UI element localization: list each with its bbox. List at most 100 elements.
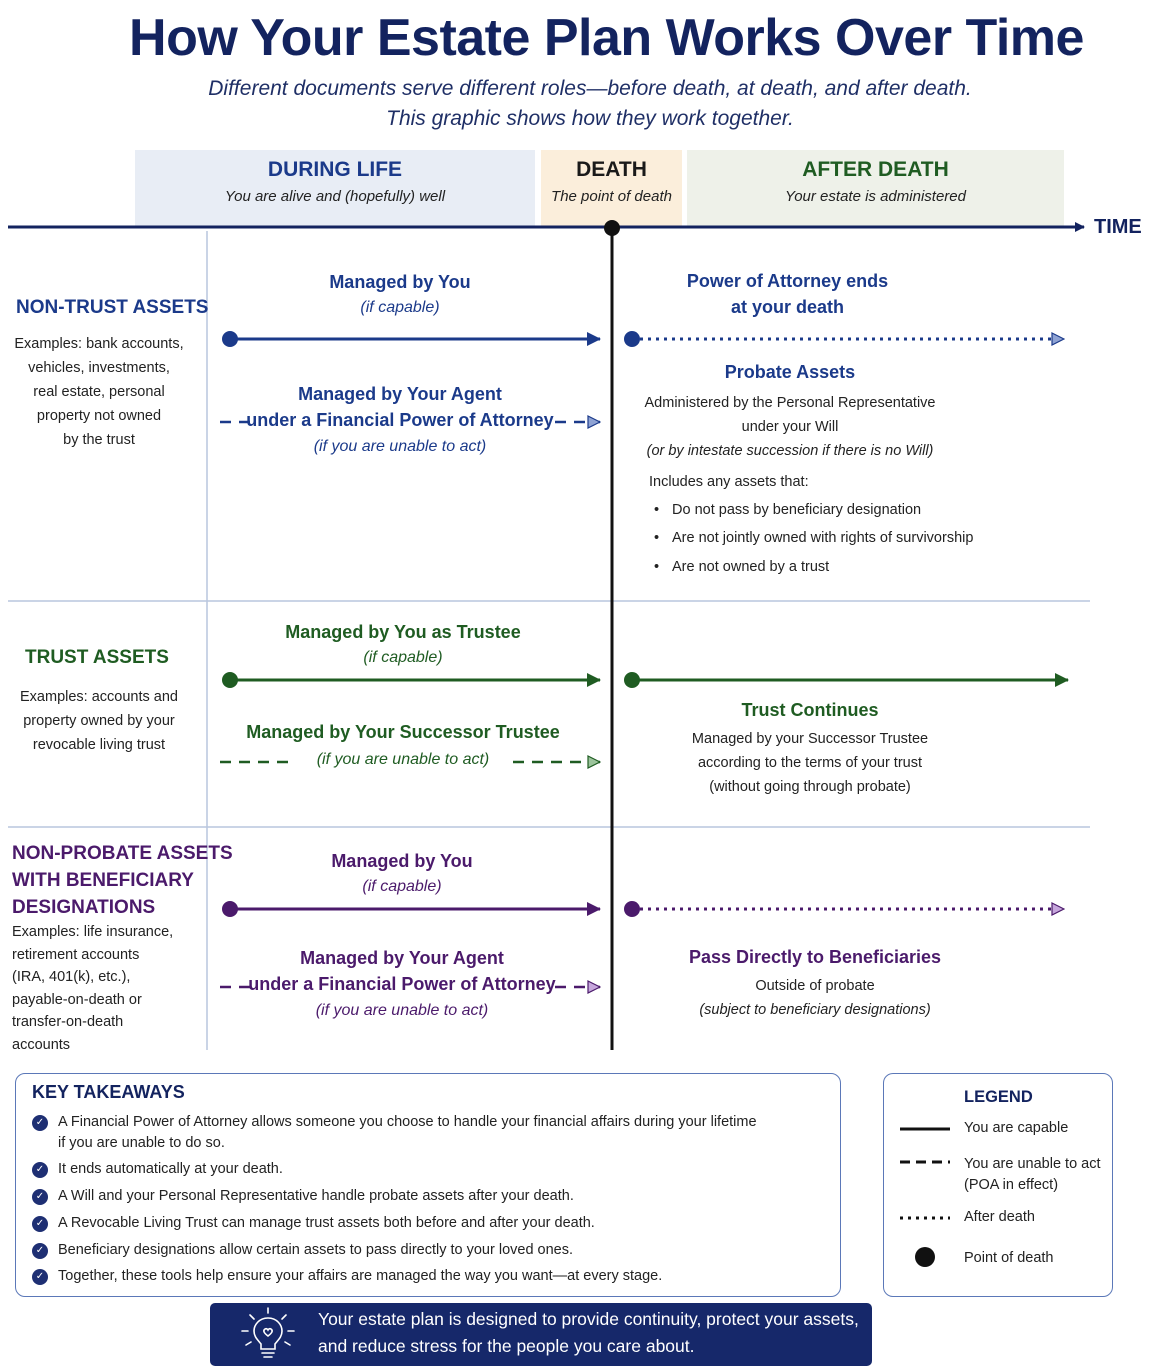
desc-line: retirement accounts (12, 946, 140, 963)
trust-successor-sub: (if you are unable to act) (316, 751, 490, 768)
pass-directly-title: Pass Directly to Beneficiaries (688, 947, 942, 967)
desc-line: Examples: bank accounts, (14, 336, 184, 352)
footer-banner (210, 1303, 872, 1366)
phase-subtitle: The point of death (551, 188, 672, 205)
desc-line: property not owned (36, 408, 162, 424)
desc-line: vehicles, investments, (28, 360, 170, 376)
non-trust-capable-label: Managed by You (if capable) (210, 272, 590, 317)
legend-dotted-label: After death (964, 1209, 1035, 1225)
label-title: Managed by Your Agent (298, 384, 502, 404)
probate-line: (or by intestate succession if there is … (646, 443, 934, 459)
probate-bullet: Are not owned by a trust (654, 559, 829, 575)
phase-subtitle: Your estate is administered (785, 188, 966, 205)
non-probate-capable-label: Managed by You (if capable) (210, 851, 594, 896)
non-probate-description: Examples: life insurance, retirement acc… (12, 921, 202, 1056)
legend-solid-label: You are capable (964, 1120, 1069, 1136)
probate-bullet: Do not pass by beneficiary designation (654, 502, 921, 518)
label-title: under a Financial Power of Attorney (246, 410, 554, 430)
label-title: Managed by Your Agent (300, 948, 504, 968)
time-label: TIME (1094, 216, 1142, 238)
title-line: WITH BENEFICIARY (12, 870, 194, 891)
pass-line: (subject to beneficiary designations) (699, 1002, 931, 1018)
trust-description: Examples: accounts and property owned by… (8, 685, 190, 757)
pass-line: Outside of probate (755, 978, 875, 994)
non-trust-agent-label: Managed by Your Agent under a Financial … (210, 384, 590, 456)
non-probate-agent-label: Managed by Your Agent under a Financial … (210, 948, 594, 1020)
trust-capable-label: Managed by You as Trustee (if capable) (210, 622, 596, 667)
subtitle-line-2: This graphic shows how they work togethe… (386, 107, 794, 130)
non-trust-description: Examples: bank accounts, vehicles, inves… (8, 332, 190, 452)
label-title: Managed by You as Trustee (285, 622, 521, 642)
legend-text: (POA in effect) (964, 1177, 1059, 1193)
death-point (604, 220, 620, 236)
label-title: Power of Attorney ends (686, 271, 889, 291)
trust-continues-title: Trust Continues (741, 700, 879, 720)
phase-during-life: DURING LIFE You are alive and (hopefully… (135, 150, 535, 226)
takeaway-item: A Financial Power of Attorney allows som… (58, 1112, 757, 1154)
trust-successor-label: Managed by Your Successor Trustee (210, 722, 596, 743)
lightbulb-heart-icon (241, 1307, 295, 1358)
key-takeaways-title: KEY TAKEAWAYS (32, 1082, 185, 1102)
probate-assets-block: Probate Assets Administered by the Perso… (630, 362, 950, 463)
subtitle-line-1: Different documents serve different role… (208, 77, 972, 100)
label-sub: (if capable) (363, 649, 443, 666)
after-start-dot (624, 331, 640, 347)
legend-symbols (900, 1127, 950, 1267)
non-probate-title: NON-PROBATE ASSETS WITH BENEFICIARY DESI… (12, 840, 233, 921)
label-title: at your death (730, 297, 845, 317)
takeaway-item: A Revocable Living Trust can manage trus… (58, 1215, 595, 1231)
label-title: Managed by You (329, 272, 471, 292)
footer-message: Your estate plan is designed to provide … (318, 1306, 878, 1360)
label-title: Managed by You (331, 851, 473, 871)
label-sub: (if you are unable to act) (313, 438, 487, 455)
check-icon: ✓ (32, 1216, 48, 1232)
phase-after-death: AFTER DEATH Your estate is administered (687, 150, 1064, 226)
check-icon: ✓ (32, 1243, 48, 1259)
probate-line: Administered by the Personal Representat… (644, 395, 936, 411)
title-line: NON-PROBATE ASSETS (12, 843, 233, 864)
desc-line: revocable living trust (32, 737, 166, 753)
legend-dashed-label: You are unable to act (POA in effect) (964, 1154, 1101, 1196)
pass-directly-block: Pass Directly to Beneficiaries Outside o… (660, 947, 970, 1022)
desc-line: property owned by your (23, 713, 175, 729)
phase-title: DURING LIFE (267, 158, 403, 181)
trust-line: according to the terms of your trust (697, 755, 923, 771)
includes-label: Includes any assets that: (649, 474, 809, 490)
takeaway-item: Beneficiary designations allow certain a… (58, 1242, 574, 1258)
check-icon: ✓ (32, 1115, 48, 1131)
probate-bullet: Are not jointly owned with rights of sur… (654, 530, 973, 546)
desc-line: by the trust (63, 432, 135, 448)
trust-line: (without going through probate) (709, 779, 911, 795)
probate-line: under your Will (741, 419, 839, 435)
desc-line: (IRA, 401(k), etc.), (12, 969, 131, 985)
takeaway-item: A Will and your Personal Representative … (58, 1188, 574, 1204)
desc-line: payable-on-death or (12, 991, 142, 1008)
desc-line: accounts (12, 1036, 71, 1053)
takeaway-item: It ends automatically at your death. (58, 1161, 283, 1177)
takeaway-text: if you are unable to do so. (58, 1135, 225, 1151)
phase-death: DEATH The point of death (541, 150, 682, 226)
label-sub: (if you are unable to act) (315, 1002, 489, 1019)
trust-title: TRUST ASSETS (25, 647, 169, 668)
desc-line: real estate, personal (33, 384, 165, 400)
check-icon: ✓ (32, 1269, 48, 1285)
label-sub: (if capable) (360, 299, 440, 316)
check-icon: ✓ (32, 1162, 48, 1178)
desc-line: Examples: accounts and (20, 689, 178, 705)
check-icon: ✓ (32, 1189, 48, 1205)
desc-line: transfer-on-death (12, 1014, 124, 1030)
legend-dot-label: Point of death (964, 1250, 1054, 1266)
phase-title: DEATH (576, 158, 647, 181)
legend-title: LEGEND (964, 1088, 1033, 1106)
page-subtitle: Different documents serve different role… (0, 74, 1149, 134)
phase-title: AFTER DEATH (802, 158, 949, 181)
key-takeaways-box (15, 1073, 841, 1297)
legend-dot (915, 1247, 935, 1267)
probate-title: Probate Assets (724, 362, 856, 382)
phase-subtitle: You are alive and (hopefully) well (224, 188, 446, 205)
after-start-dot (624, 901, 640, 917)
trust-continues-block: Trust Continues Managed by your Successo… (660, 700, 960, 799)
desc-line: Examples: life insurance, (12, 924, 174, 940)
footer-line: Your estate plan is designed to provide … (318, 1309, 859, 1329)
